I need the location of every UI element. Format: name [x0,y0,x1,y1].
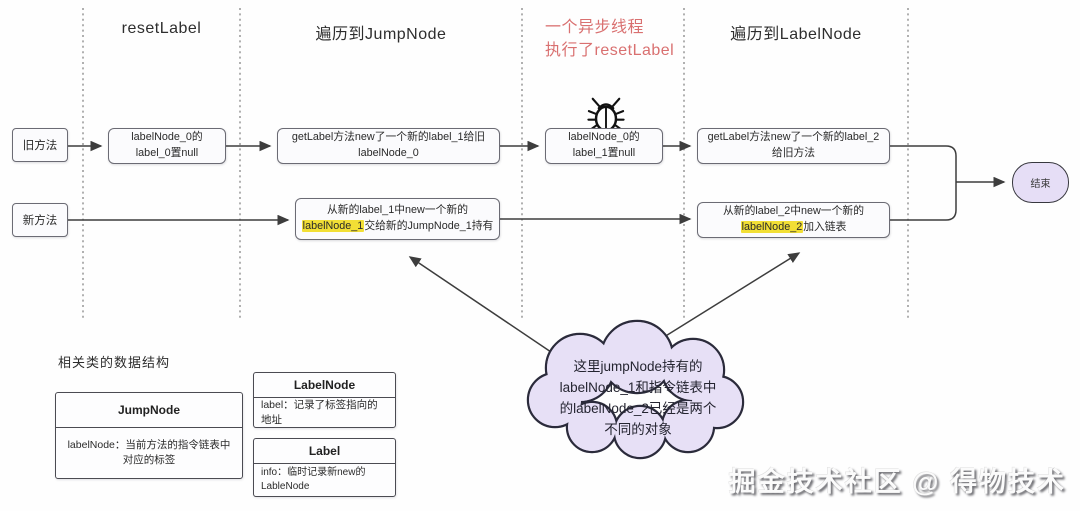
cloud-note: 这里jumpNode持有的 labelNode_1和指令链表中 的labelNo… [559,359,717,437]
class-name: LabelNode [254,373,395,398]
column-header-jumpnode: 遍历到JumpNode [315,26,447,43]
watermark: 掘金技术社区 @ 得物技术 [728,467,1066,497]
cloud-shape [526,319,745,460]
flow-step-new-1: 从新的label_1中new一个新的 labelNode_1交给新的JumpNod… [295,198,500,240]
flow-arrows-old [68,140,1006,221]
class-field: label：记录了标签指向的地址 [261,398,378,426]
column-header-labelnode: 遍历到LabelNode [730,26,862,43]
async-thread-line2: 执行了resetLabel [545,42,675,59]
end-node: 结束 [1012,162,1069,203]
cloud-pointer-arrows [408,252,801,353]
text-segment: 从新的label_1中new一个新的 [326,204,468,217]
flow-arrows-new [68,213,692,226]
column-header-resetlabel: resetLabel [121,20,202,37]
class-box-labelnode: LabelNode label：记录了标签指向的地址 [253,372,396,428]
class-name: Label [254,439,395,464]
column-header-async-thread: 一个异步线程 执行了resetLabel [545,16,710,62]
flow-step-old-1: labelNode_0的label_0置null [108,128,226,164]
highlight-labelnode-2: labelNode_2 [740,221,804,233]
lane-label-old-method: 旧方法 [12,128,68,162]
flow-step-old-3: labelNode_0的label_1置null [545,128,663,164]
class-name: JumpNode [56,393,242,428]
lane-label-new-method: 新方法 [12,203,68,237]
text-segment: 从新的label_2中new一个新的 [722,205,864,218]
class-field: info：临时记录新new的LableNode [261,467,366,492]
flow-step-old-4: getLabel方法new了一个新的label_2给旧方法 [697,128,890,164]
class-box-jumpnode: JumpNode labelNode：当前方法的指令链表中对应的标签 [55,392,243,479]
text-segment: 加入链表 [803,221,847,233]
flow-step-old-2: getLabel方法new了一个新的label_1给旧labelNode_0 [277,128,500,164]
flow-step-new-2-text: 从新的label_2中new一个新的 labelNode_2加入链表 [703,204,884,235]
class-field: labelNode：当前方法的指令链表中对应的标签 [67,439,231,466]
class-box-label: Label info：临时记录新new的LableNode [253,438,396,497]
data-structures-heading: 相关类的数据结构 [58,355,171,370]
column-separator-lines [82,8,909,320]
flow-step-new-2: 从新的label_2中new一个新的 labelNode_2加入链表 [697,202,890,238]
flow-step-new-1-text: 从新的label_1中new一个新的 labelNode_1交给新的JumpNod… [301,203,494,234]
text-segment: 交给新的JumpNode_1持有 [364,220,494,232]
async-thread-line1: 一个异步线程 [545,19,645,36]
highlight-labelnode-1: labelNode_1 [301,220,365,232]
